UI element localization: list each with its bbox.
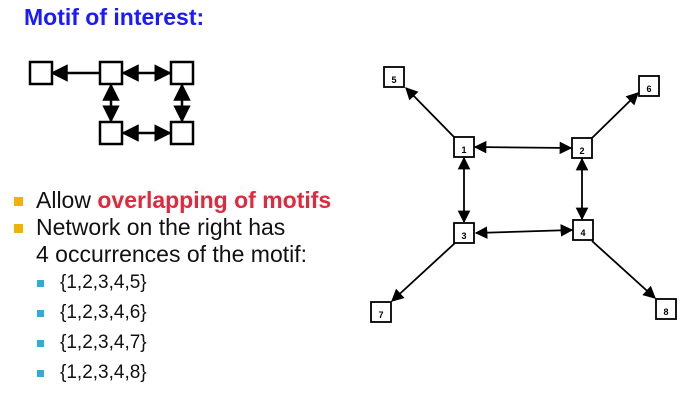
- node-label-8: 8: [663, 307, 668, 317]
- edge-2-6: [591, 92, 639, 139]
- motif-nodes: [28, 60, 195, 146]
- motif-node-e: [169, 120, 195, 146]
- motif-node-a: [28, 60, 54, 86]
- node-2: [571, 137, 593, 159]
- node-8: [655, 298, 677, 320]
- edge-3-7: [391, 242, 456, 302]
- bullet-list: Allow overlapping of motifs Network on t…: [10, 187, 331, 388]
- edge-1-5: [405, 87, 456, 139]
- node-label-6: 6: [646, 84, 651, 94]
- slide-title: Motif of interest:: [24, 4, 205, 30]
- bullet-network-continuation: 4 occurrences of the motif:: [36, 241, 308, 267]
- node-6: [638, 75, 660, 97]
- network-diagram: 1 2 3 4 5 6 7 8: [370, 66, 677, 323]
- node-label-5: 5: [391, 75, 396, 85]
- motif-edges: [50, 64, 191, 142]
- node-label-1: 1: [461, 145, 466, 155]
- bullet-overlap-text: Allow: [36, 187, 98, 213]
- node-label-4: 4: [580, 228, 585, 238]
- edge-1-2: [473, 140, 573, 155]
- network-edges: [391, 87, 656, 302]
- edge-3-4: [474, 224, 574, 239]
- bullet-overlap: Allow overlapping of motifs: [10, 187, 331, 214]
- node-7: [370, 301, 392, 323]
- node-label-7: 7: [378, 310, 383, 320]
- node-label-2: 2: [579, 146, 584, 156]
- node-1: [453, 136, 475, 158]
- occurrence-item-3: {1,2,3,4,7}: [10, 328, 331, 358]
- motif-node-b: [98, 60, 124, 86]
- edge-4-8: [591, 240, 656, 299]
- node-4: [572, 219, 594, 241]
- motif-node-c: [169, 60, 195, 86]
- occurrence-item-4: {1,2,3,4,8}: [10, 358, 331, 388]
- motif-node-d: [98, 120, 124, 146]
- node-3: [453, 222, 475, 244]
- bullet-network: Network on the right has: [10, 214, 331, 241]
- bullet-overlap-highlight: overlapping of motifs: [97, 187, 332, 213]
- occurrence-item-1: {1,2,3,4,5}: [10, 268, 331, 298]
- node-5: [383, 66, 405, 88]
- network-node-labels: 1 2 3 4 5 6 7 8: [378, 75, 668, 320]
- occurrence-item-2: {1,2,3,4,6}: [10, 298, 331, 328]
- network-nodes: [370, 66, 677, 323]
- motif-diagram: [28, 60, 195, 146]
- node-label-3: 3: [461, 231, 466, 241]
